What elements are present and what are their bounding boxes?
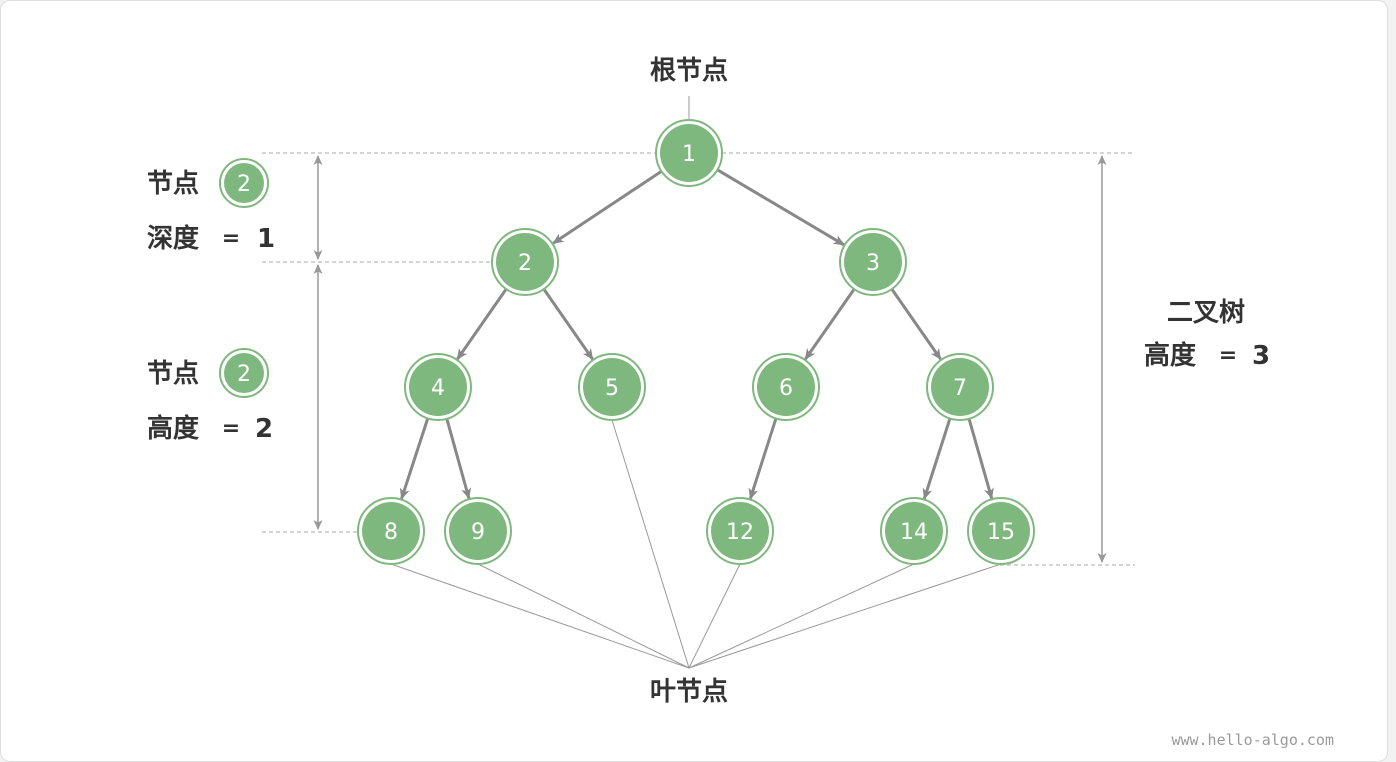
depth-badge <box>224 163 264 203</box>
edge-7-15 <box>967 418 994 500</box>
dimension-arrows <box>313 155 1107 563</box>
depth-badge-ring <box>219 158 269 208</box>
node-circle-6 <box>757 358 815 416</box>
leaf-pointer-line-8 <box>390 563 690 669</box>
tree-height-text: 高度 <box>1144 340 1196 371</box>
depth-value: 1 <box>257 224 275 254</box>
edge-3-7 <box>890 288 942 360</box>
tree-title: 二叉树 <box>1167 298 1245 328</box>
depth-node-label: 节点 <box>147 168 199 199</box>
height-badge <box>224 353 264 393</box>
node-label-14: 14 <box>900 520 928 545</box>
tree-node-4: 4 <box>404 353 472 421</box>
node-label-8: 8 <box>384 520 398 545</box>
height-annotation: 节点 2 高度 = 2 <box>147 348 273 444</box>
tree-node-9: 9 <box>444 497 512 565</box>
node-circle-14 <box>885 502 943 560</box>
node-label-4: 4 <box>431 376 445 401</box>
edge-1-3 <box>716 168 845 246</box>
depth-badge-text: 2 <box>237 172 251 197</box>
node-circle-15 <box>972 502 1030 560</box>
leaf-pointer-line-15 <box>688 563 1002 669</box>
leaf-pointer-line-14 <box>688 563 915 669</box>
tree-node-12: 12 <box>706 497 774 565</box>
node-circle-4 <box>409 358 467 416</box>
leaf-pointer-line-5 <box>611 419 690 669</box>
node-circle-9 <box>449 502 507 560</box>
height-badge-text: 2 <box>237 362 251 387</box>
height-equals: = <box>222 416 240 441</box>
edge-7-14 <box>922 417 952 500</box>
guide-lines <box>262 152 1135 566</box>
depth-equals: = <box>222 226 240 251</box>
node-label-1: 1 <box>682 142 696 167</box>
tree-height-equals: = <box>1219 343 1237 368</box>
edge-3-6 <box>804 288 856 360</box>
watermark: www.hello-algo.com <box>1171 731 1334 749</box>
edge-6-12 <box>748 417 778 500</box>
edge-4-9 <box>445 418 472 500</box>
tree-node-2: 2 <box>491 228 559 296</box>
height-node-label: 节点 <box>147 358 199 389</box>
leaf-pointer-line-12 <box>688 563 741 669</box>
node-label-3: 3 <box>866 251 880 276</box>
tree-height-value: 3 <box>1252 341 1270 371</box>
edge-4-8 <box>399 417 430 500</box>
tree-node-1: 1 <box>655 119 723 187</box>
tree-node-15: 15 <box>967 497 1035 565</box>
depth-text: 深度 <box>147 223 199 254</box>
node-label-6: 6 <box>779 376 793 401</box>
tree-node-7: 7 <box>926 353 994 421</box>
node-circle-2 <box>496 233 554 291</box>
node-label-2: 2 <box>518 251 532 276</box>
leaf-label: 叶节点 <box>650 676 728 707</box>
node-circle-3 <box>844 233 902 291</box>
root-label: 根节点 <box>650 55 728 86</box>
node-circle-5 <box>583 358 641 416</box>
node-circle-8 <box>362 502 420 560</box>
tree-node-8: 8 <box>357 497 425 565</box>
edge-1-2 <box>552 170 663 245</box>
height-badge-ring <box>219 348 269 398</box>
node-label-9: 9 <box>471 520 485 545</box>
depth-annotation: 节点 2 深度 = 1 <box>147 158 275 254</box>
height-text: 高度 <box>147 413 199 444</box>
node-circle-12 <box>711 502 769 560</box>
height-value: 2 <box>255 414 273 444</box>
leaf-pointer-line-9 <box>477 563 690 669</box>
tree-height-annotation: 二叉树 高度 = 3 <box>1144 298 1270 371</box>
pointer-lines <box>390 96 1002 669</box>
node-circle-7 <box>931 358 989 416</box>
node-label-12: 12 <box>726 520 754 545</box>
edge-2-4 <box>456 288 508 360</box>
tree-node-6: 6 <box>752 353 820 421</box>
tree-node-5: 5 <box>578 353 646 421</box>
tree-edges <box>399 168 994 500</box>
node-label-5: 5 <box>605 376 619 401</box>
node-label-7: 7 <box>953 376 967 401</box>
tree-node-14: 14 <box>880 497 948 565</box>
node-circle-1 <box>660 124 718 182</box>
node-label-15: 15 <box>987 520 1015 545</box>
edge-2-5 <box>542 288 594 360</box>
tree-node-3: 3 <box>839 228 907 296</box>
